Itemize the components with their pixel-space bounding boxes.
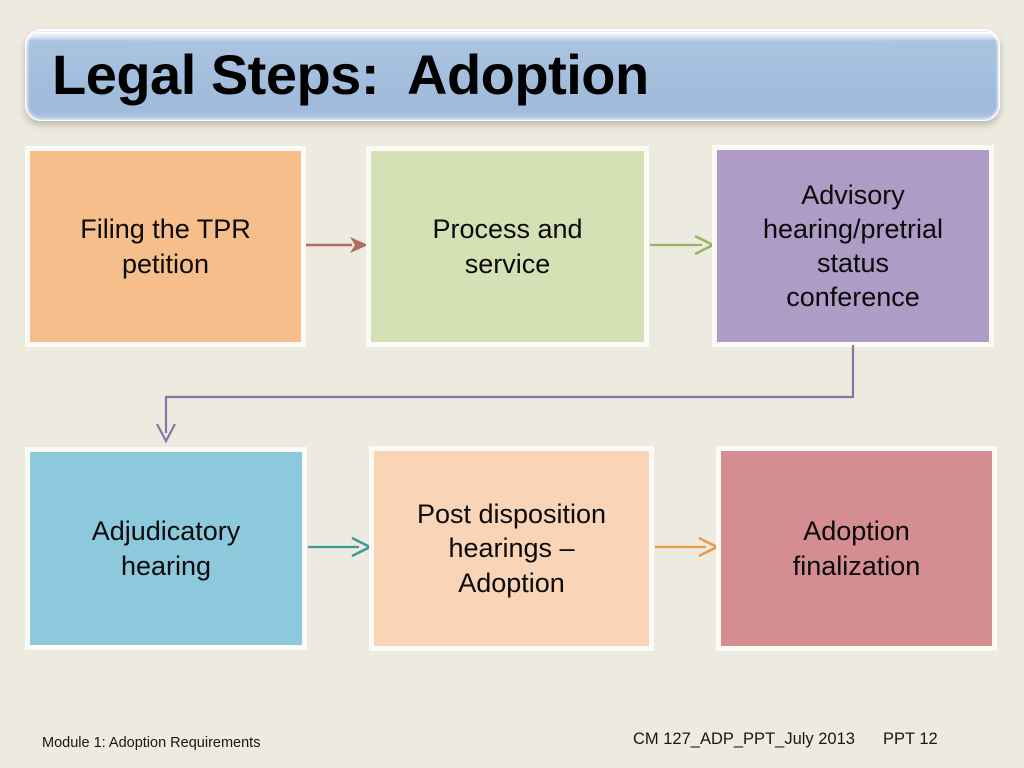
arrow-process-to-advisory-icon: [650, 234, 716, 256]
flow-box-adjudicatory-hearing[interactable]: Adjudicatory hearing: [25, 447, 307, 650]
footer-right-group: CM 127_ADP_PPT_July 2013 PPT 12: [633, 730, 938, 749]
flow-box-label: Adjudicatory hearing: [91, 516, 241, 581]
arrow-post-to-finalization-icon: [655, 536, 720, 558]
title-banner: Legal Steps: Adoption: [25, 29, 1000, 121]
arrow-filing-to-process-icon: [306, 237, 368, 253]
flow-box-label: Process and service: [432, 214, 583, 279]
footer-module-label: Module 1: Adoption Requirements: [42, 735, 261, 751]
flow-box-label: Post disposition hearings – Adoption: [416, 499, 607, 598]
flow-box-label: Adoption finalization: [792, 516, 921, 581]
flow-box-label: Filing the TPR petition: [80, 214, 251, 279]
page-title: Legal Steps: Adoption: [52, 43, 649, 106]
flow-box-post-disposition-hearings-adoption[interactable]: Post disposition hearings – Adoption: [369, 446, 654, 651]
flow-box-advisory-hearing-pretrial-status-conference[interactable]: Advisory hearing/pretrial status confere…: [712, 145, 994, 347]
arrow-adjudicatory-to-post-icon: [308, 536, 373, 558]
flow-box-label: Advisory hearing/pretrial status confere…: [762, 179, 944, 313]
arrow-advisory-to-adjudicatory-icon: [156, 345, 855, 444]
flow-box-process-and-service[interactable]: Process and service: [366, 146, 649, 347]
flow-box-adoption-finalization[interactable]: Adoption finalization: [716, 446, 997, 651]
footer-document-code: CM 127_ADP_PPT_July 2013: [633, 730, 855, 748]
flow-box-filing-tpr-petition[interactable]: Filing the TPR petition: [25, 146, 306, 347]
footer-page-number: PPT 12: [882, 730, 938, 748]
